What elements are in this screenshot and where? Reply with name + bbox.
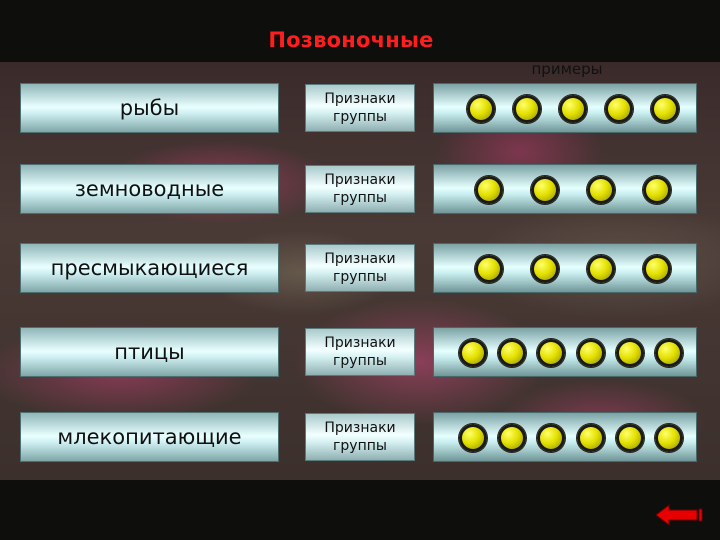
example-dot-icon[interactable] bbox=[559, 95, 587, 123]
examples-label: примеры bbox=[531, 60, 603, 78]
example-dot-icon[interactable] bbox=[577, 339, 605, 367]
group-name-mammals[interactable]: млекопитающие bbox=[20, 412, 279, 462]
example-dot-icon[interactable] bbox=[587, 255, 615, 283]
example-dot-icon[interactable] bbox=[475, 255, 503, 283]
group-row-mammals: млекопитающие Признаки группы bbox=[0, 412, 720, 462]
example-dot-icon[interactable] bbox=[651, 95, 679, 123]
example-dot-icon[interactable] bbox=[577, 424, 605, 452]
group-row-birds: птицы Признаки группы bbox=[0, 327, 720, 377]
example-dot-icon[interactable] bbox=[587, 176, 615, 204]
example-dot-icon[interactable] bbox=[655, 424, 683, 452]
example-dot-icon[interactable] bbox=[531, 255, 559, 283]
examples-bar-birds bbox=[433, 327, 697, 377]
example-dot-icon[interactable] bbox=[498, 424, 526, 452]
example-dot-icon[interactable] bbox=[643, 176, 671, 204]
example-dot-icon[interactable] bbox=[605, 95, 633, 123]
example-dot-icon[interactable] bbox=[467, 95, 495, 123]
examples-bar-reptiles bbox=[433, 243, 697, 293]
back-arrow-icon bbox=[655, 503, 703, 527]
group-name-birds[interactable]: птицы bbox=[20, 327, 279, 377]
example-dot-icon[interactable] bbox=[459, 424, 487, 452]
group-signs-button-mammals[interactable]: Признаки группы bbox=[305, 413, 415, 461]
examples-bar-amphibians bbox=[433, 164, 697, 214]
example-dot-icon[interactable] bbox=[498, 339, 526, 367]
example-dot-icon[interactable] bbox=[537, 339, 565, 367]
example-dot-icon[interactable] bbox=[616, 424, 644, 452]
group-row-reptiles: пресмыкающиеся Признаки группы bbox=[0, 243, 720, 293]
page-title: Позвоночные bbox=[268, 28, 434, 52]
group-signs-button-fish[interactable]: Признаки группы bbox=[305, 84, 415, 132]
group-row-amphibians: земноводные Признаки группы bbox=[0, 164, 720, 214]
example-dot-icon[interactable] bbox=[513, 95, 541, 123]
group-row-fish: рыбы Признаки группы bbox=[0, 83, 720, 133]
examples-bar-fish bbox=[433, 83, 697, 133]
example-dot-icon[interactable] bbox=[459, 339, 487, 367]
example-dot-icon[interactable] bbox=[475, 176, 503, 204]
back-arrow-button[interactable] bbox=[655, 503, 705, 527]
example-dot-icon[interactable] bbox=[531, 176, 559, 204]
group-name-amphibians[interactable]: земноводные bbox=[20, 164, 279, 214]
example-dot-icon[interactable] bbox=[537, 424, 565, 452]
group-signs-button-amphibians[interactable]: Признаки группы bbox=[305, 165, 415, 213]
examples-bar-mammals bbox=[433, 412, 697, 462]
group-signs-button-birds[interactable]: Признаки группы bbox=[305, 328, 415, 376]
example-dot-icon[interactable] bbox=[655, 339, 683, 367]
example-dot-icon[interactable] bbox=[643, 255, 671, 283]
group-name-fish[interactable]: рыбы bbox=[20, 83, 279, 133]
example-dot-icon[interactable] bbox=[616, 339, 644, 367]
group-name-reptiles[interactable]: пресмыкающиеся bbox=[20, 243, 279, 293]
group-signs-button-reptiles[interactable]: Признаки группы bbox=[305, 244, 415, 292]
